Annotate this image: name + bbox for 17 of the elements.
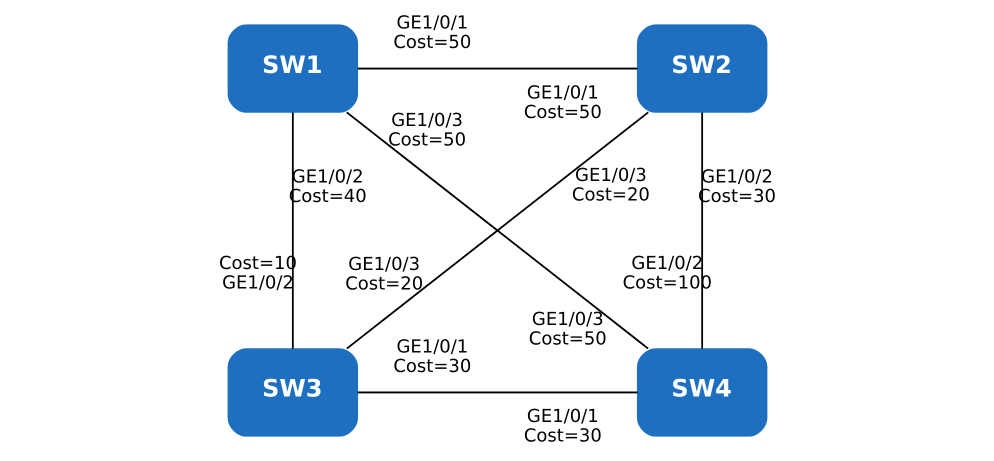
node-label: GE1/0/1 Cost=50 (523, 82, 602, 123)
node-label: GE1/0/3 Cost=50 (388, 110, 466, 150)
connector (291, 112, 294, 349)
node-box: SW2 (636, 24, 767, 113)
node-label: GE1/0/1 Cost=50 (392, 12, 471, 54)
node-label: GE1/0/3 Cost=20 (344, 254, 423, 294)
node-box: SW1 (227, 24, 358, 113)
node-box: SW3 (227, 348, 358, 437)
node-label: GE1/0/3 Cost=20 (571, 164, 650, 206)
connector (357, 392, 638, 394)
connector (700, 112, 703, 349)
node-box: SW4 (636, 348, 767, 437)
node-label: GE1/0/1 Cost=30 (392, 336, 471, 377)
node-label: GE1/0/3 Cost=50 (528, 308, 606, 350)
connector (346, 112, 648, 350)
node-label: GE1/0/1 Cost=30 (523, 406, 602, 447)
connector (357, 68, 638, 70)
